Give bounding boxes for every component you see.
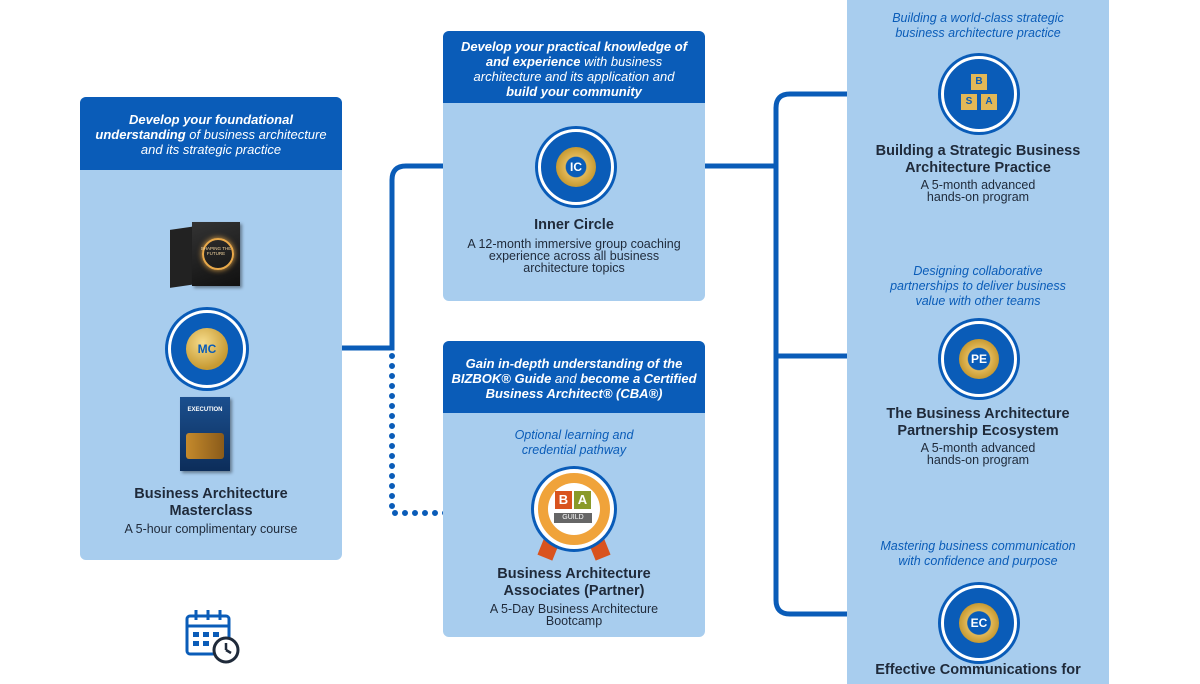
mc-badge-icon: MC	[168, 310, 246, 388]
cube-b: B	[971, 74, 987, 90]
partnership-title-line1: The Business Architecture	[886, 406, 1070, 422]
pe-badge-icon: PE	[941, 321, 1017, 397]
practice-title-line1: Building a Strategic Business	[875, 143, 1081, 159]
masterclass-title-line1: Business Architecture	[134, 486, 288, 502]
partnership-tag-line1: Designing collaborative	[913, 264, 1043, 278]
ic-head-line1: Develop your practical knowledge of	[460, 39, 688, 54]
ic-head-line2-bold: and experience	[485, 54, 581, 69]
ba-head-line2a: BIZBOK® Guide	[451, 371, 552, 386]
pe-badge-label: PE	[958, 338, 1000, 380]
practice-tag-line2: business architecture practice	[895, 26, 1061, 40]
ba-head-line2b: and	[551, 371, 581, 386]
masterclass-header: Develop your foundational understanding …	[80, 97, 342, 170]
masterclass-card: Develop your foundational understanding …	[80, 97, 342, 560]
partnership-tag-line3: value with other teams	[915, 294, 1041, 308]
inner-circle-card: Develop your practical knowledge of and …	[443, 31, 705, 301]
associates-sub-line1: A 5-Day Business Architecture	[489, 602, 659, 616]
ic-sub-line3: architecture topics	[523, 261, 625, 275]
masterclass-head-line2-bold: understanding	[95, 127, 186, 142]
practice-title-line2: Architecture Practice	[905, 160, 1051, 176]
masterclass-head-line2: of business architecture	[185, 127, 327, 142]
ic-sub-line2: experience across all business	[488, 249, 660, 263]
masterclass-title-line2: Masterclass	[169, 503, 253, 519]
ba-guild-b-letter: B	[555, 491, 572, 509]
associates-sub-line2: Bootcamp	[545, 614, 603, 628]
ic-badge-icon: IC	[538, 129, 614, 205]
partnership-title-line2: Partnership Ecosystem	[897, 423, 1059, 439]
ba-guild-word: GUILD	[554, 513, 592, 523]
ic-badge-label: IC	[555, 146, 597, 188]
practice-sub-line2: hands-on program	[926, 190, 1030, 204]
communication-tag-line1: Mastering business communication	[880, 539, 1076, 553]
communication-title: Effective Communications for	[875, 662, 1081, 678]
calendar-clock-icon	[184, 608, 244, 666]
ic-head-line2: with business	[580, 54, 663, 69]
ic-head-line3: architecture and its application and	[473, 69, 675, 84]
partnership-sub-line2: hands-on program	[926, 453, 1030, 467]
practice-tag-line1: Building a world-class strategic	[892, 11, 1064, 25]
advanced-programs-panel: Building a world-class strategic busines…	[847, 0, 1109, 684]
ba-guild-a-letter: A	[574, 491, 591, 509]
book2-title: EXECUTION	[187, 407, 223, 413]
associates-title-line2: Associates (Partner)	[503, 583, 645, 599]
masterclass-head-line1: Develop your foundational	[129, 112, 293, 127]
inner-circle-title: Inner Circle	[534, 217, 614, 233]
book-shaping-future-image: SHAPING THE FUTURE	[170, 222, 242, 290]
cube-s: S	[961, 94, 977, 110]
partnership-tag-line2: partnerships to deliver business	[890, 279, 1066, 293]
book-execution-image: EXECUTION	[180, 397, 232, 473]
book1-title: SHAPING THE FUTURE	[200, 246, 232, 256]
bsa-cubes-badge-icon: B S A	[941, 56, 1017, 132]
ba-head-line1: Gain in-depth understanding of the	[465, 356, 683, 371]
cube-a: A	[981, 94, 997, 110]
inner-circle-header: Develop your practical knowledge of and …	[443, 31, 705, 103]
communication-tag-line2: with confidence and purpose	[898, 554, 1058, 568]
ec-badge-label: EC	[958, 602, 1000, 644]
masterclass-subtitle: A 5-hour complimentary course	[124, 522, 298, 536]
associates-title-line1: Business Architecture	[497, 566, 651, 582]
optional-line1: Optional learning and	[514, 428, 634, 442]
associates-card: Gain in-depth understanding of the BIZBO…	[443, 341, 705, 637]
masterclass-head-line3: and its strategic practice	[140, 142, 282, 157]
ec-badge-icon: EC	[941, 585, 1017, 661]
optional-line2: credential pathway	[521, 443, 627, 457]
ba-head-line3: Business Architect® (CBA®)	[485, 386, 663, 401]
ic-head-line4: build your community	[506, 84, 642, 99]
partnership-sub-line1: A 5-month advanced	[920, 441, 1036, 455]
ic-sub-line1: A 12-month immersive group coaching	[467, 237, 681, 251]
ba-guild-badge-icon: B A GUILD	[526, 469, 622, 561]
ba-head-line2c: become a Certified	[580, 371, 697, 386]
associates-header: Gain in-depth understanding of the BIZBO…	[443, 341, 705, 413]
mc-badge-label: MC	[186, 328, 228, 370]
practice-sub-line1: A 5-month advanced	[920, 178, 1036, 192]
